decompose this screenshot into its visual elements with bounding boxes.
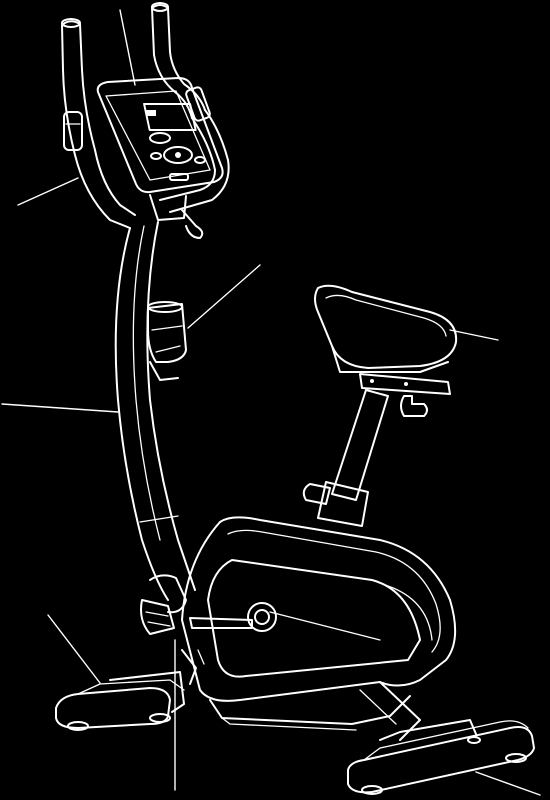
housing-base — [209, 695, 411, 725]
seat-horizontal-knob — [400, 395, 428, 417]
pedal-lower-mark — [197, 649, 205, 665]
housing-base-edge — [221, 717, 357, 731]
seat-cushion — [314, 284, 458, 369]
front-foot-leveler — [67, 721, 89, 731]
rear-foot-top — [363, 720, 529, 761]
bottle-holder-leader — [187, 264, 261, 329]
front-stabilizer — [55, 671, 185, 731]
console-dial — [163, 146, 193, 164]
mount-bracket — [149, 194, 187, 221]
seat-rail-bolt-2 — [404, 382, 408, 386]
handlebar-mount — [149, 194, 204, 239]
right-grip-cap — [151, 2, 169, 12]
post-highlight — [132, 225, 161, 541]
handlebar-leader — [17, 177, 79, 206]
rear-foot-bolt — [467, 736, 481, 744]
rear-stabilizer — [347, 719, 535, 795]
main-housing — [181, 516, 457, 731]
main-frame-post — [114, 221, 196, 601]
main-frame-leader — [1, 403, 119, 413]
seat-rail-bolt-1 — [370, 379, 374, 383]
seat-base — [331, 345, 449, 373]
bottle-cage-foot — [149, 361, 179, 381]
crank-arm — [189, 617, 253, 629]
rear-stabilizer-leader — [475, 771, 541, 796]
pedal-lower-link — [181, 649, 197, 685]
front-foot-frame — [109, 671, 185, 713]
seat-leader — [449, 329, 499, 341]
seat-cushion-seam — [325, 294, 447, 337]
seat-height-knob — [302, 483, 331, 505]
console-button-upper — [149, 132, 171, 144]
console-button-right — [194, 156, 206, 164]
console-dial-center — [175, 152, 181, 158]
bottle-cage-rim — [147, 301, 183, 313]
front-foot-top — [77, 679, 185, 695]
bottle-cage — [147, 303, 187, 363]
housing-top-seam — [227, 529, 441, 653]
front-foot-wheel — [149, 713, 171, 723]
rear-foot-body — [347, 726, 535, 794]
left-grip-cap — [61, 18, 81, 28]
console-display — [143, 103, 197, 131]
right-handlebar-lower-inner — [159, 117, 216, 201]
housing-panel-edge — [371, 579, 433, 641]
rear-support-inner — [359, 689, 397, 725]
seat-post-tube — [331, 389, 389, 501]
post-sleeve-line — [139, 515, 179, 523]
console-button-left — [150, 152, 162, 160]
bottle-cage-ribs — [151, 325, 183, 353]
housing-center-line — [269, 611, 381, 641]
seat-rail — [359, 373, 451, 395]
crank-hub-inner — [254, 609, 270, 625]
crank — [140, 574, 253, 685]
housing-side-panel — [207, 559, 421, 678]
handlebar — [61, 2, 230, 229]
pedal-strap — [149, 574, 187, 614]
console-display-segment — [146, 110, 156, 116]
rear-support — [359, 681, 421, 741]
housing-outer-shell — [181, 516, 457, 702]
front-stabilizer-leader — [47, 614, 101, 684]
console-bezel — [105, 90, 211, 181]
rear-foot-leveler-right — [505, 753, 527, 763]
post-back-edge — [146, 221, 196, 591]
adjustment-knob — [181, 209, 204, 239]
pedal-tread-1 — [145, 611, 169, 617]
bottle-holder — [147, 301, 187, 381]
seat — [314, 284, 458, 417]
pedal-tread-2 — [147, 621, 171, 627]
pedal-body — [140, 599, 175, 635]
right-handlebar-outer — [151, 4, 206, 111]
console-housing — [96, 77, 224, 194]
left-handlebar-outer — [61, 20, 136, 216]
seat-post — [302, 389, 389, 527]
rear-foot-mount — [379, 719, 477, 741]
console-leader — [119, 9, 136, 86]
console — [96, 77, 224, 194]
left-pulse-sensor — [63, 111, 83, 151]
console-button-bottom — [169, 173, 189, 181]
seat-post-collar — [317, 481, 369, 527]
rear-foot-leveler-left — [361, 785, 383, 795]
right-handlebar-lower — [169, 109, 230, 213]
callout-leaders — [1, 9, 541, 796]
rear-support-arm — [379, 681, 421, 741]
crank-hub-outer — [247, 602, 277, 632]
right-handlebar-inner — [151, 7, 193, 119]
post-front-edge — [114, 227, 169, 601]
left-handlebar-inner — [61, 24, 131, 229]
